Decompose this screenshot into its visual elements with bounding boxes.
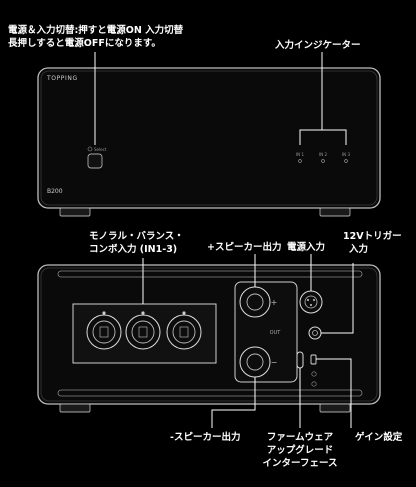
combo-inputs-callout: モノラル・バランス・ コンボ入力 (IN1-3) (89, 230, 184, 256)
indicator-led-in3 (344, 159, 348, 163)
gain-screw-2 (311, 381, 317, 387)
speaker-terminal-plus[interactable] (239, 286, 271, 318)
power-switch-callout-line2: 長押しすると電源OFFになります。 (8, 38, 161, 49)
speaker-minus-symbol: − (271, 358, 278, 367)
gain-screw-1 (311, 371, 317, 377)
gain-callout: ゲイン設定 (355, 432, 403, 443)
input-indicator-callout: 入力インジケーター (275, 40, 361, 51)
combo-jack-in1[interactable] (86, 311, 122, 350)
power-switch-callout-line1: 電源＆入力切替:押すと電源ON 入力切替 (8, 25, 184, 36)
front-panel: TOPPING B200 Select IN 1 IN 2 IN 3 (37, 67, 381, 217)
firmware-callout-line3: インターフェース (262, 458, 338, 469)
speaker-plus-symbol: + (271, 298, 278, 307)
gain-switch[interactable] (310, 354, 317, 365)
trigger-jack[interactable] (308, 326, 322, 340)
rear-panel: + − OUT (37, 264, 381, 413)
indicator-led-in2 (321, 159, 325, 163)
input-indicators: IN 1 IN 2 IN 3 (296, 152, 350, 163)
indicator-label-in2: IN 2 (319, 152, 327, 157)
combo-inputs-callout-line2: コンボ入力 (IN1-3) (89, 244, 178, 255)
indicator-led-in1 (298, 159, 302, 163)
speaker-plus-callout: +スピーカー出力 (207, 242, 282, 253)
trigger-callout-line2: 入力 (349, 244, 369, 255)
vent-slot-top (57, 270, 363, 278)
foot-right (319, 207, 351, 217)
out-label: OUT (270, 330, 282, 336)
trigger-callout: 12Vトリガー 入力 (343, 230, 402, 256)
model-label: B200 (47, 188, 63, 195)
speaker-terminal-minus[interactable] (239, 346, 271, 378)
power-input-callout: 電源入力 (287, 242, 326, 253)
power-input-jack[interactable] (299, 290, 323, 314)
trigger-callout-line1: 12Vトリガー (343, 231, 402, 242)
front-callout-lines (94, 52, 347, 145)
rear-foot-left (59, 403, 91, 413)
combo-jack-in3[interactable] (166, 311, 202, 350)
brand-logo: TOPPING (46, 75, 78, 82)
select-button-label: Select (94, 147, 107, 152)
firmware-callout: ファームウェア アップグレード インターフェース (259, 431, 341, 470)
indicator-label-in1: IN 1 (296, 152, 304, 157)
rear-callout-lines (142, 254, 354, 428)
power-select-button[interactable] (87, 153, 103, 169)
select-icon (87, 146, 93, 152)
power-switch-callout: 電源＆入力切替:押すと電源ON 入力切替 長押しすると電源OFFになります。 (8, 24, 183, 50)
combo-jack-in2[interactable] (125, 311, 161, 350)
rear-foot-right (319, 403, 351, 413)
firmware-callout-line1: ファームウェア (266, 432, 334, 443)
vent-slot-bottom (57, 389, 363, 397)
combo-inputs-callout-line1: モノラル・バランス・ (89, 231, 184, 242)
indicator-label-in3: IN 3 (342, 152, 350, 157)
speaker-minus-callout: -スピーカー出力 (170, 432, 241, 443)
firmware-callout-line2: アップグレード (266, 445, 334, 456)
foot-left (59, 207, 91, 217)
firmware-usb-port[interactable] (296, 351, 304, 369)
